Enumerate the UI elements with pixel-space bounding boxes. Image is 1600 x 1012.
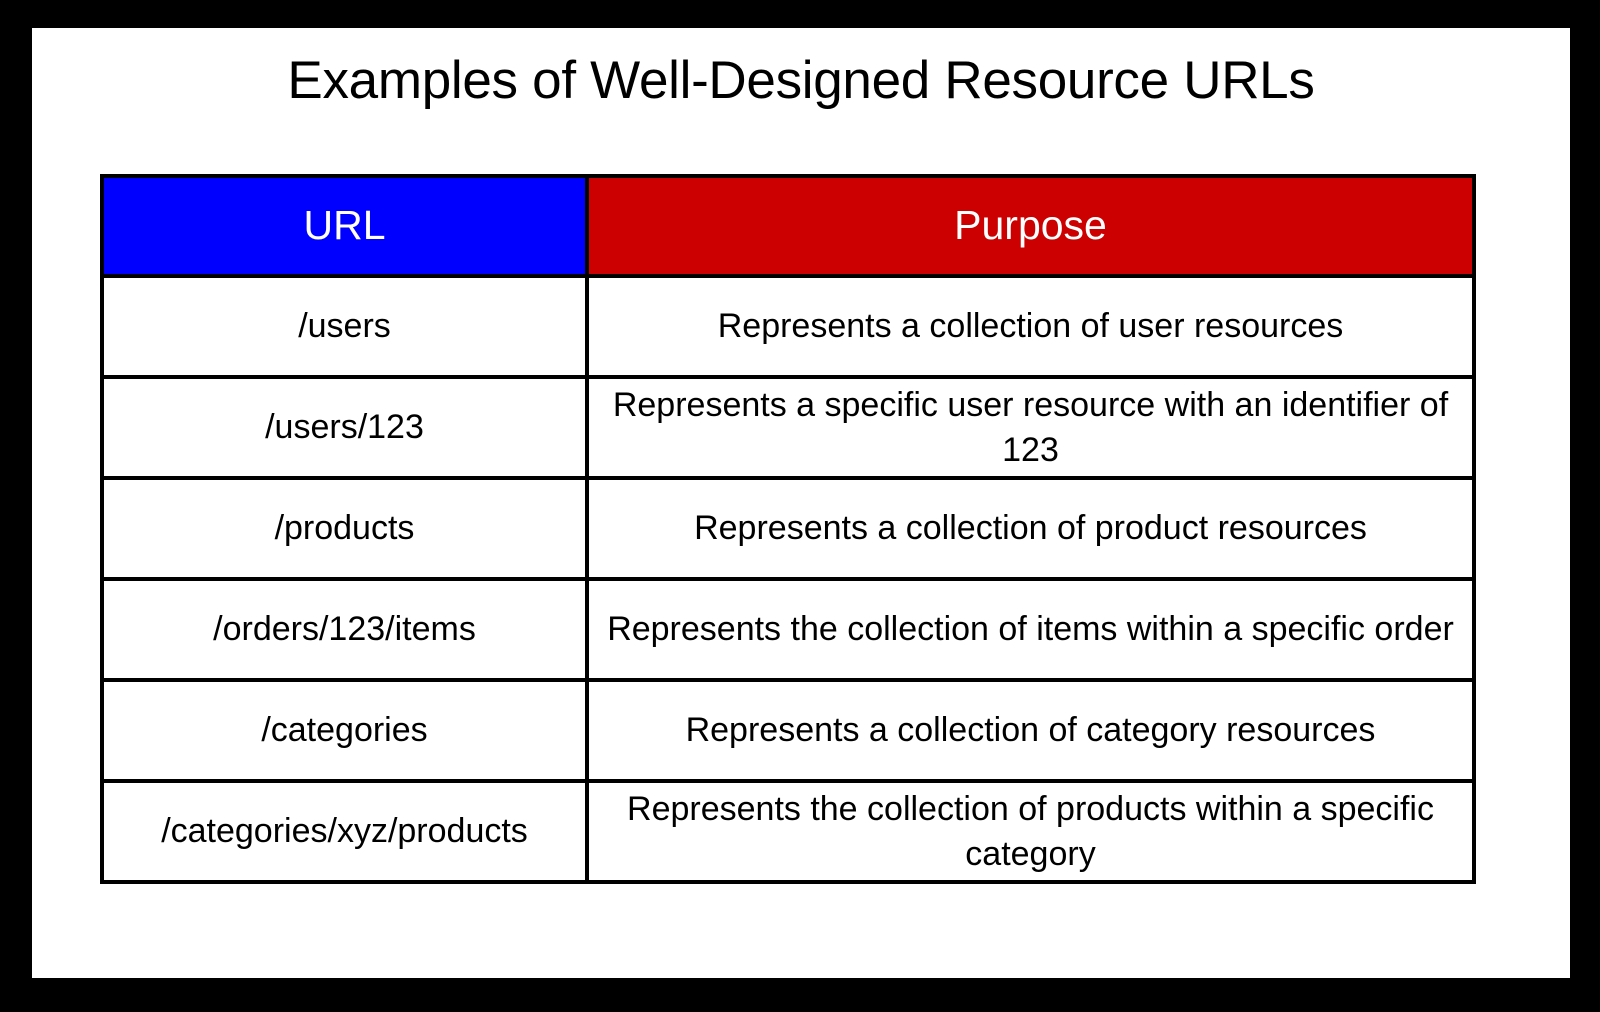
slide-page: Examples of Well-Designed Resource URLs … [32,28,1570,978]
table-row: /categories Represents a collection of c… [100,678,1476,783]
page-title: Examples of Well-Designed Resource URLs [287,51,1315,110]
cell-url: /products [100,476,589,581]
cell-url: /users [100,274,589,379]
resource-urls-table: URL Purpose /users Represents a collecti… [100,174,1476,884]
cell-purpose: Represents the collection of items withi… [585,577,1476,682]
table-header: URL Purpose [100,174,1476,278]
table-row: /users/123 Represents a specific user re… [100,375,1476,480]
cell-url: /orders/123/items [100,577,589,682]
cell-purpose: Represents a collection of product resou… [585,476,1476,581]
cell-url: /users/123 [100,375,589,480]
table-row: /categories/xyz/products Represents the … [100,779,1476,884]
table-body: /users Represents a collection of user r… [100,274,1476,884]
cell-purpose: Represents a collection of category reso… [585,678,1476,783]
column-header-purpose: Purpose [585,174,1476,278]
table-row: /orders/123/items Represents the collect… [100,577,1476,682]
cell-url: /categories [100,678,589,783]
table-header-row: URL Purpose [100,174,1476,278]
cell-purpose: Represents a collection of user resource… [585,274,1476,379]
table-row: /products Represents a collection of pro… [100,476,1476,581]
table-row: /users Represents a collection of user r… [100,274,1476,379]
cell-url: /categories/xyz/products [100,779,589,884]
cell-purpose: Represents the collection of products wi… [585,779,1476,884]
cell-purpose: Represents a specific user resource with… [585,375,1476,480]
column-header-url: URL [100,174,589,278]
